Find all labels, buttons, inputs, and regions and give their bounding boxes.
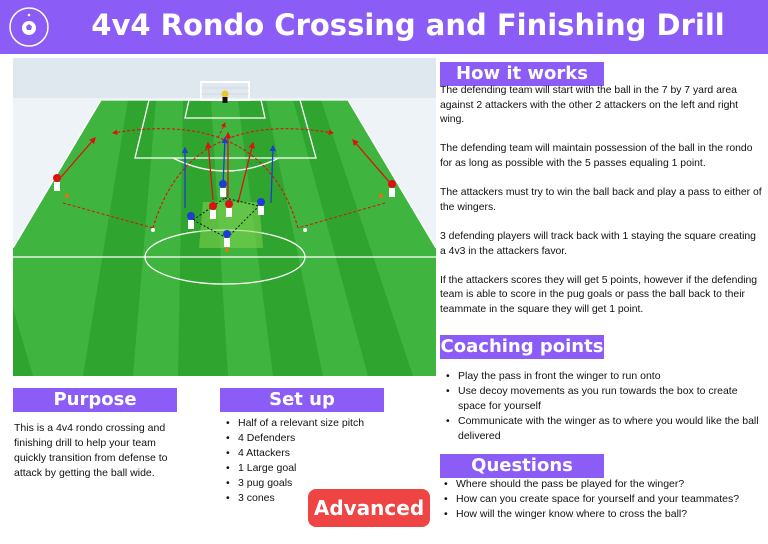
defenders (187, 180, 265, 247)
coaching-point-item: Play the pass in front the winger to run… (442, 369, 764, 384)
setup-item: 4 Defenders (222, 431, 422, 446)
soccer-ball-logo-icon (9, 7, 49, 47)
cones (65, 192, 383, 252)
how-paragraph-1: The defending team will start with the b… (440, 85, 739, 126)
balls (151, 228, 307, 232)
questions-heading: Questions (440, 454, 604, 478)
header-bar: 4v4 Rondo Crossing and Finishing Drill (0, 0, 768, 54)
setup-heading: Set up (220, 388, 384, 412)
rondo-passes (192, 197, 260, 239)
how-paragraph-4: 3 defending players will track back with… (440, 230, 756, 257)
attacker-square-2 (225, 200, 233, 217)
how-paragraph-5: If the attackers scores they will get 5 … (440, 274, 758, 315)
attacker-left-wing (53, 174, 61, 191)
purpose-text: This is a 4v4 rondo crossing and finishi… (14, 422, 168, 479)
page-title: 4v4 Rondo Crossing and Finishing Drill (91, 8, 725, 42)
setup-item: 3 pug goals (222, 476, 422, 491)
goalkeeper (221, 90, 229, 103)
how-paragraph-2: The defending team will maintain possess… (440, 143, 753, 169)
how-paragraph-3: The attackers must try to win the ball b… (440, 187, 762, 213)
attackers (53, 174, 396, 219)
setup-item: 3 cones (222, 491, 422, 506)
setup-item: Half of a relevant size pitch (222, 416, 422, 431)
cross-path-right (111, 128, 299, 229)
defender-3 (257, 198, 265, 215)
attacker-right-wing (388, 180, 396, 197)
attacker-runs (54, 131, 392, 204)
question-item: How can you create space for yourself an… (440, 492, 740, 507)
coaching-point-item: Use decoy movements as you run towards t… (442, 384, 764, 414)
difficulty-badge: Advanced (308, 489, 430, 527)
question-item: Where should the pass be played for the … (440, 477, 740, 492)
coaching-points-heading: Coaching points (440, 335, 604, 359)
setup-list: Half of a relevant size pitch 4 Defender… (222, 416, 422, 506)
penalty-arc (172, 157, 280, 172)
defender-1 (187, 212, 195, 229)
purpose-heading: Purpose (13, 388, 177, 412)
questions-list: Where should the pass be played for the … (440, 477, 740, 522)
setup-item: 1 Large goal (222, 461, 422, 476)
how-it-works-heading: How it works (440, 62, 604, 86)
attacker-square-1 (209, 202, 217, 219)
pass-lines (62, 122, 386, 229)
drill-diagram (13, 58, 436, 376)
cross-path-left (152, 128, 335, 229)
how-it-works-text: The defending team will start with the b… (440, 84, 762, 332)
coaching-points-list: Play the pass in front the winger to run… (442, 369, 764, 444)
setup-item: 4 Attackers (222, 446, 422, 461)
defender-2 (219, 180, 227, 197)
defender-4 (223, 230, 231, 247)
question-item: How will the winger know where to cross … (440, 507, 740, 522)
defender-runs (181, 136, 277, 208)
coaching-point-item: Communicate with the winger as to where … (442, 414, 764, 444)
